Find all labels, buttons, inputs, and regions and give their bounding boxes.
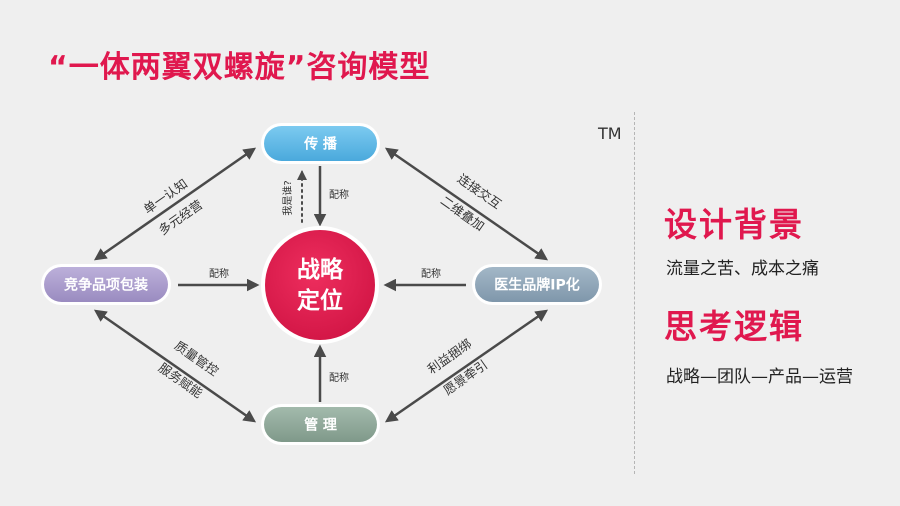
center-strategic-positioning: 战略 定位 [261,226,379,344]
node-competitive-product-packaging-label: 竞争品项包装 [64,277,149,294]
page-title: “一体两翼双螺旋”咨询模型 [48,50,431,85]
arrow-bottom-right [384,309,549,423]
arrow-top-left [93,147,257,261]
label-match-bottom: 配称 [329,371,349,384]
design-background-text: 流量之苦、成本之痛 [666,259,819,279]
node-management: 管 理 [261,404,380,445]
node-doctor-brand-ip: 医生品牌IP化 [472,264,602,305]
node-doctor-brand-ip-label: 医生品牌IP化 [494,277,579,294]
node-communication-label: 传 播 [303,136,338,153]
label-who-am-i: 我是谁? [282,180,294,215]
label-match-top: 配称 [329,188,349,201]
consulting-model-diagram: 单一认知 多元经营 连接交互 二维叠加 质量管控 服务赋能 利益捆绑 愿景牵引 … [41,123,602,445]
node-competitive-product-packaging: 竞争品项包装 [41,264,171,305]
center-label-line2: 定位 [297,287,343,314]
thinking-logic-text: 战略—团队—产品—运营 [666,367,853,387]
vertical-divider [634,112,635,474]
label-match-left: 配称 [209,267,229,280]
center-label-line1: 战略 [297,256,344,283]
node-management-label: 管 理 [304,417,337,434]
design-background-heading: 设计背景 [664,205,804,244]
trademark-mark: TM [598,124,622,143]
arrow-top-right [384,147,549,261]
node-communication: 传 播 [261,123,380,164]
label-match-right: 配称 [421,267,441,280]
thinking-logic-heading: 思考逻辑 [664,307,804,346]
arrow-bottom-left [93,309,257,423]
